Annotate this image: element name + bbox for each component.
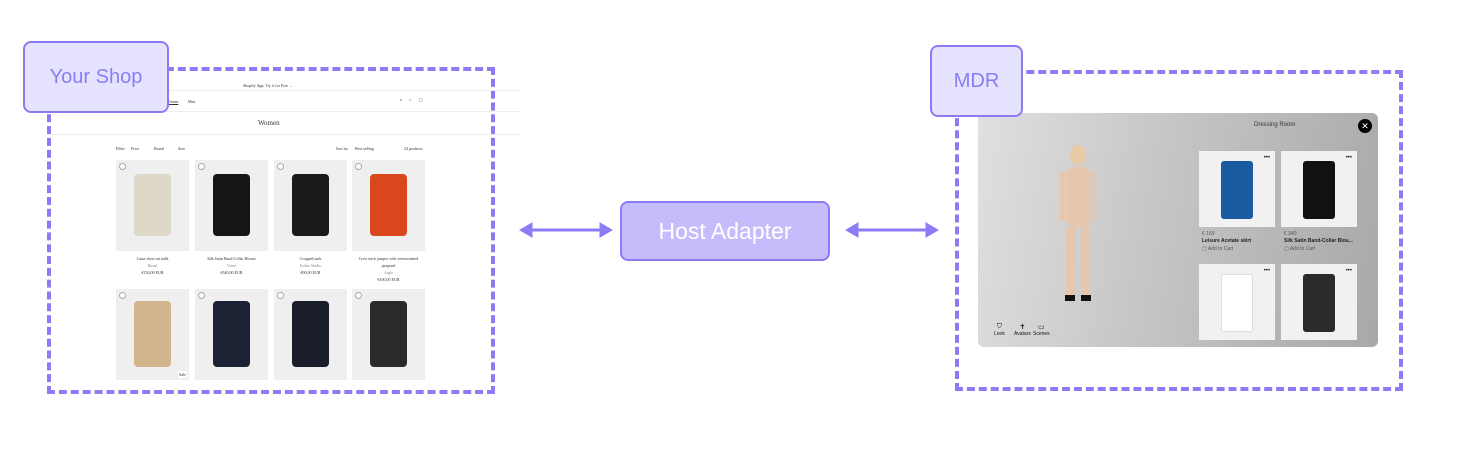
garment-card[interactable]: ••• — [1281, 151, 1357, 227]
product-brand: Ritual — [147, 263, 158, 268]
host-adapter: Host Adapter — [620, 201, 830, 261]
avatar — [1060, 145, 1096, 301]
sale-badge: Sale — [178, 371, 187, 378]
garment-price: € 340 — [1284, 231, 1297, 237]
product-image[interactable] — [352, 160, 425, 251]
more-icon[interactable]: ••• — [1263, 268, 1270, 274]
garment-name: Silk Satin Band-Collar Blou... — [1284, 238, 1353, 244]
product-image[interactable] — [195, 289, 268, 380]
cart-icon[interactable]: ▢ — [419, 97, 423, 102]
tool-label: Look — [994, 331, 1005, 337]
add-to-cart-label: Add to Cart — [1289, 246, 1316, 252]
product-price: €90,00 EUR — [300, 270, 321, 275]
product-image[interactable] — [274, 160, 347, 251]
product-image[interactable] — [274, 289, 347, 380]
product-image[interactable]: Sale — [116, 289, 189, 380]
filter-price[interactable]: Price — [131, 146, 140, 151]
product-count: 24 products — [404, 146, 423, 151]
product-name[interactable]: Luisa short oat milk — [136, 256, 169, 261]
garment-card[interactable]: ••• — [1199, 264, 1275, 340]
tool-scenes[interactable]: ▭Scenes — [1033, 323, 1050, 337]
sort-select[interactable]: Best selling — [355, 146, 374, 151]
page-title: Women — [258, 119, 280, 127]
product-brand: Esther Studio — [299, 263, 322, 268]
add-to-cart-button[interactable]: ▢ Add to Cart — [1202, 246, 1233, 252]
tool-label: Scenes — [1033, 331, 1050, 337]
sort-label: Sort by: — [336, 146, 349, 151]
announcement-bar[interactable]: Shopify App: Try it for Free → — [243, 83, 294, 88]
shop-boundary — [47, 67, 495, 394]
avatar-icon: ✝ — [1019, 324, 1026, 331]
scene-icon: ▭ — [1038, 324, 1045, 331]
tool-avatars[interactable]: ✝Avatars — [1014, 323, 1031, 337]
add-to-cart-label: Add to Cart — [1207, 246, 1234, 252]
product-price: €100,00 EUR — [377, 277, 400, 282]
product-price: €150,00 EUR — [141, 270, 164, 275]
dressing-room: Dressing Room ✕ ⛉Look✝Avatars▭Scenes •••… — [978, 113, 1378, 347]
garment-card[interactable]: ••• — [1281, 264, 1357, 340]
filter-size[interactable]: Size — [178, 146, 185, 151]
product-name[interactable]: Crew neck jumper with vermiculated jacqu… — [358, 256, 419, 268]
filter-label: Filter: — [116, 146, 126, 151]
product-name[interactable]: Cropped tank — [299, 256, 322, 261]
dressing-room-title: Dressing Room — [1254, 122, 1296, 128]
garment-card[interactable]: ••• — [1199, 151, 1275, 227]
hanger-badge-icon[interactable] — [355, 163, 362, 170]
more-icon[interactable]: ••• — [1345, 155, 1352, 161]
add-to-cart-button[interactable]: ▢ Add to Cart — [1284, 246, 1315, 252]
product-image[interactable] — [195, 160, 268, 251]
cart-icon: ▢ — [1202, 246, 1208, 252]
hanger-badge-icon[interactable] — [277, 163, 284, 170]
nav-men[interactable]: Men — [188, 99, 196, 104]
hanger-badge-icon[interactable] — [119, 292, 126, 299]
shop-screenshot: Shopify App: Try it for Free → Women Men… — [40, 75, 520, 387]
hanger-badge-icon[interactable] — [198, 163, 205, 170]
product-name[interactable]: Silk Satin Band-Collar Blouse — [207, 256, 256, 261]
nav-women[interactable]: Women — [166, 99, 179, 104]
hanger-badge-icon[interactable] — [119, 163, 126, 170]
garment-price: € 159 — [1202, 231, 1215, 237]
product-price: €340,00 EUR — [220, 270, 243, 275]
more-icon[interactable]: ••• — [1263, 155, 1270, 161]
bidirectional-arrow-left — [519, 222, 613, 238]
hanger-icon[interactable]: ⌂ — [409, 97, 412, 102]
mdr-boundary — [955, 70, 1403, 391]
product-image[interactable] — [352, 289, 425, 380]
tool-label: Avatars — [1014, 331, 1031, 337]
mdr-label: MDR — [930, 45, 1023, 117]
garment-name: Leisure Acetate skirt — [1202, 238, 1252, 244]
cart-icon: ▢ — [1284, 246, 1290, 252]
hanger-badge-icon[interactable] — [355, 292, 362, 299]
product-brand: Aigle — [384, 270, 393, 275]
close-icon[interactable]: ✕ — [1358, 119, 1372, 133]
product-brand: Vince — [226, 263, 237, 268]
shop-label: Your Shop — [23, 41, 169, 113]
search-icon[interactable]: ⌕ — [400, 97, 403, 102]
filter-brand[interactable]: Brand — [154, 146, 164, 151]
hanger-badge-icon[interactable] — [277, 292, 284, 299]
bidirectional-arrow-right — [845, 222, 939, 238]
tool-look[interactable]: ⛉Look — [994, 323, 1005, 337]
product-info[interactable]: Crew neck jumper with vermiculated jacqu… — [352, 255, 425, 283]
more-icon[interactable]: ••• — [1345, 268, 1352, 274]
shirt-icon: ⛉ — [996, 323, 1003, 330]
hanger-badge-icon[interactable] — [198, 292, 205, 299]
product-image[interactable] — [116, 160, 189, 251]
